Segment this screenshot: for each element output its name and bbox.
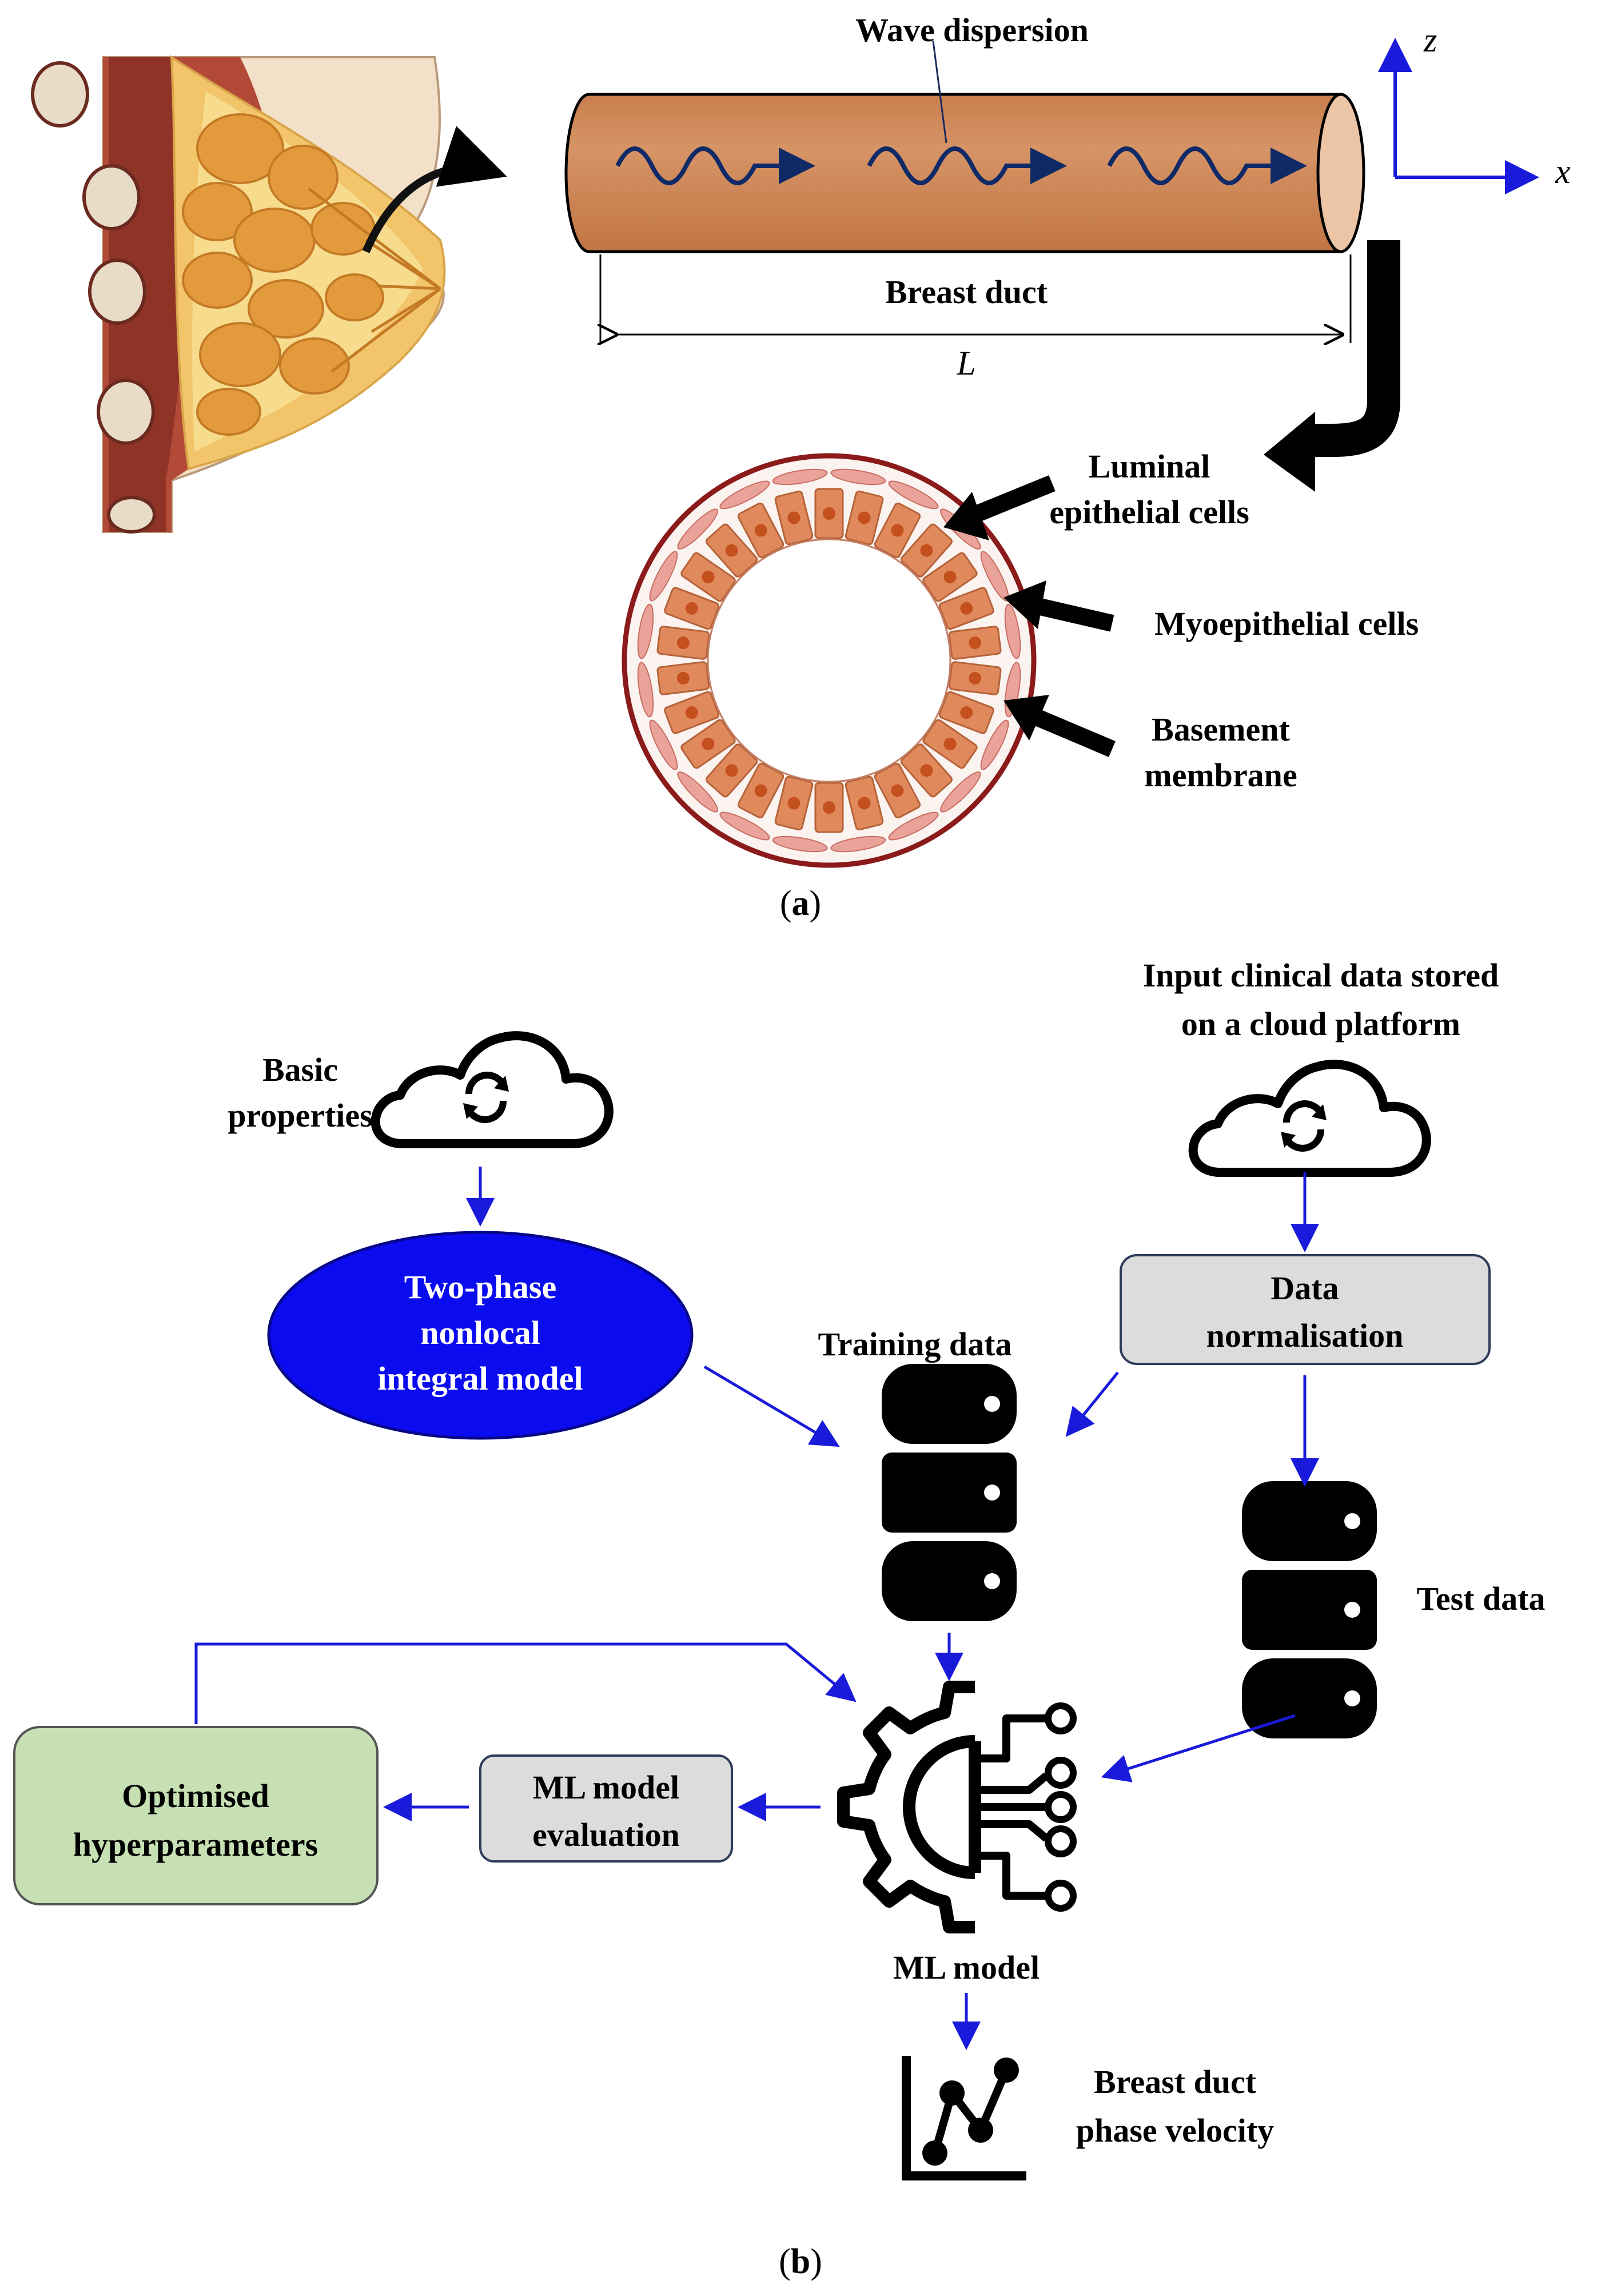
luminal-cell: [900, 523, 953, 578]
myoepithelial-cell: [649, 719, 678, 770]
basic-properties-line1: Basic: [262, 1051, 338, 1088]
luminal-cell: [900, 743, 953, 798]
myoepithelial-cell: [939, 771, 981, 813]
flow-arrows: [194, 1167, 1319, 2050]
myoepithelial-cell: [719, 480, 770, 510]
luminal-cell: [664, 587, 720, 630]
two-phase-model-node: [267, 1231, 694, 1440]
bent-arrow: [1315, 240, 1400, 457]
breast-duct-label: Breast duct: [885, 273, 1048, 311]
breast-duct-cylinder: Wave dispersion Breast duct L: [564, 11, 1365, 382]
clinical-data-cloud-icon: [1193, 1064, 1427, 1172]
myoepithelial-cell: [888, 811, 939, 841]
breast-anatomy-illustration: [31, 55, 507, 534]
basic-properties-line2: properties: [228, 1097, 372, 1134]
luminal-cell: [814, 488, 844, 539]
myoepithelial-cell: [830, 835, 886, 853]
wave-arrows: [615, 146, 1307, 185]
luminal-cell: [938, 587, 994, 630]
optimised-line1: Optimised: [122, 1777, 269, 1814]
luminal-cell: [706, 523, 758, 578]
luminal-cell: [948, 626, 1002, 660]
luminal-cell: [664, 691, 720, 734]
luminal-cell: [774, 775, 814, 831]
myoepithelial-cell: [772, 468, 828, 486]
ml-eval-line1: ML model: [533, 1769, 679, 1806]
cross-section-arrows: [971, 475, 1116, 757]
input-clinical-line2: on a cloud platform: [1181, 1005, 1460, 1042]
myoepithelial-cell: [649, 551, 678, 602]
myoepithelial-cell: [980, 719, 1009, 770]
myoepithelial-cell: [637, 603, 654, 659]
luminal-label-line1: Luminal: [1089, 448, 1210, 485]
test-data-database-icon: [1242, 1481, 1377, 1738]
luminal-cell: [938, 691, 994, 734]
coordinate-axes: z x: [1378, 21, 1571, 194]
test-data-label: Test data: [1416, 1580, 1545, 1617]
luminal-cell: [706, 743, 758, 798]
two-phase-line2: nonlocal: [420, 1314, 540, 1351]
axis-x-label: x: [1555, 153, 1571, 190]
data-norm-line2: normalisation: [1206, 1317, 1404, 1354]
panel-b: Basic properties Input clinical data sto…: [13, 957, 1546, 2281]
luminal-cell: [814, 782, 844, 833]
line-chart-icon: [902, 2056, 1026, 2180]
output-line2: phase velocity: [1076, 2112, 1274, 2149]
optimised-hyperparameters-node: [13, 1726, 379, 1905]
luminal-cell: [922, 719, 978, 769]
luminal-cell: [656, 661, 710, 695]
luminal-cell: [874, 762, 921, 819]
duct-cross-section: [622, 453, 1037, 868]
output-line1: Breast duct: [1094, 2063, 1257, 2100]
panel-a-caption: (a): [780, 884, 821, 923]
myoepithelial-cell: [888, 480, 939, 510]
training-data-database-icon: [882, 1364, 1017, 1621]
ml-model-icon: [837, 1681, 1077, 1933]
luminal-cell: [845, 490, 884, 546]
basement-label-line2: membrane: [1144, 757, 1297, 794]
myoepithelial-cell: [637, 662, 654, 718]
luminal-cell: [737, 762, 784, 819]
two-phase-line3: integral model: [377, 1360, 583, 1397]
ml-model-label: ML model: [893, 1949, 1040, 1986]
luminal-cell: [948, 661, 1002, 695]
myoepithelial-cell: [830, 468, 886, 486]
panel-b-caption: (b): [779, 2242, 822, 2281]
wave-dispersion-label: Wave dispersion: [855, 11, 1089, 49]
two-phase-line1: Two-phase: [404, 1268, 556, 1306]
ml-evaluation-node: [479, 1754, 733, 1863]
myoepithelial-cell: [677, 771, 719, 813]
axis-z-label: z: [1423, 21, 1437, 59]
luminal-cell: [874, 502, 921, 559]
basement-label-line1: Basement: [1152, 711, 1290, 748]
training-data-label: Training data: [818, 1326, 1012, 1363]
luminal-cell: [680, 552, 736, 602]
input-clinical-line1: Input clinical data stored: [1143, 957, 1499, 994]
luminal-cell: [737, 502, 784, 559]
luminal-cell: [922, 552, 978, 602]
length-symbol: L: [956, 344, 975, 382]
myoepithelial-cell: [677, 508, 719, 550]
luminal-label-line2: epithelial cells: [1049, 494, 1249, 531]
basic-properties-cloud-icon: [376, 1036, 609, 1144]
luminal-cell: [845, 775, 884, 831]
ml-eval-line2: evaluation: [532, 1816, 680, 1853]
luminal-cell: [774, 490, 814, 546]
data-normalisation-node: [1120, 1254, 1491, 1365]
myoepithelial-cell: [719, 811, 770, 841]
myoepithelial-cell: [1004, 603, 1021, 659]
data-norm-line1: Data: [1271, 1270, 1339, 1307]
myoepithelial-cell: [772, 835, 828, 853]
luminal-cell: [680, 719, 736, 769]
myoepithelial-label: Myoepithelial cells: [1154, 605, 1419, 642]
optimised-line2: hyperparameters: [73, 1826, 318, 1863]
panel-a: Wave dispersion Breast duct L z x: [31, 11, 1571, 923]
luminal-cell: [656, 626, 710, 660]
